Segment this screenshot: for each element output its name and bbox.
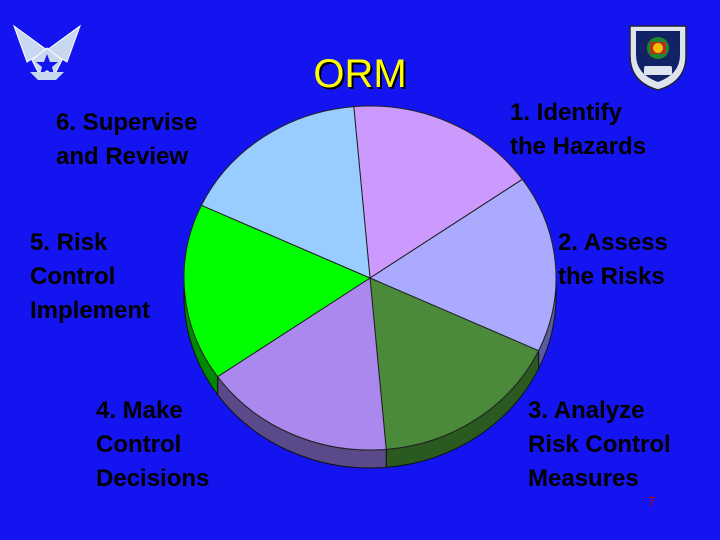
step-4-label: 4. Make Control Decisions (96, 394, 209, 496)
step-5-label: 5. Risk Control Implement (30, 226, 150, 328)
pie-slice-step-5 (183, 204, 372, 378)
step-1-label: 1. Identify the Hazards (510, 96, 646, 164)
step-2-line-2: the Risks (558, 263, 665, 290)
step-3-line-1: 3. Analyze (528, 397, 645, 424)
step-3-line-3: Measures (528, 465, 639, 492)
pie-slice-step-6 (200, 106, 371, 279)
command-shield-emblem-icon (629, 25, 687, 91)
pie-slice-step-2 (368, 178, 557, 352)
step-4-line-2: Control (96, 431, 182, 458)
step-1-line-2: the Hazards (510, 133, 647, 160)
step-1-line-1: 1. Identify (510, 99, 623, 126)
pie-slice-step-3 (369, 277, 540, 450)
pie-slice-step-4 (216, 277, 387, 451)
step-6-line-2: and Review (56, 143, 189, 170)
step-5-line-3: Implement (30, 297, 151, 324)
step-4-line-3: Decisions (96, 465, 210, 492)
air-force-symbol-icon (12, 24, 82, 80)
step-5-line-1: 5. Risk (30, 229, 108, 256)
slide-title: ORM (313, 52, 407, 96)
step-6-label: 6. Supervise and Review (56, 106, 197, 174)
step-3-label: 3. Analyze Risk Control Measures (528, 394, 671, 496)
step-5-line-2: Control (30, 263, 116, 290)
step-2-label: 2. Assess the Risks (558, 226, 668, 294)
step-2-line-1: 2. Assess (558, 229, 668, 256)
step-6-line-1: 6. Supervise (56, 109, 198, 136)
step-4-line-1: 4. Make (96, 397, 183, 424)
pie-slice-step-1 (353, 105, 524, 279)
page-number: 7 (648, 494, 656, 509)
step-3-line-2: Risk Control (528, 431, 671, 458)
